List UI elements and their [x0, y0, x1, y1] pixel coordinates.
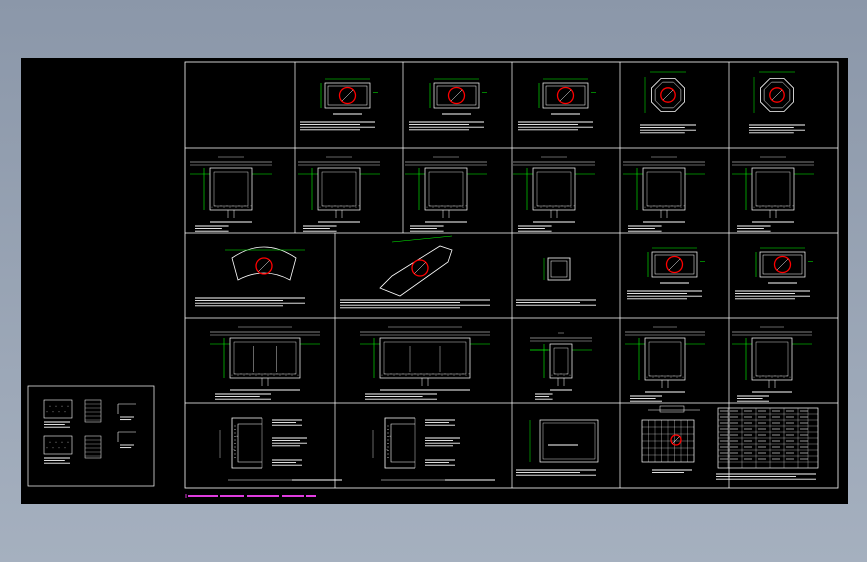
pipe-circle [411, 259, 429, 277]
section-drawing [625, 326, 705, 402]
small-square-plan-drawing [516, 257, 596, 306]
pipe-circle [670, 434, 682, 446]
rect-plan-drawing [409, 78, 487, 131]
octagon-plan-drawing [640, 71, 696, 134]
grid-plan-drawing [641, 405, 700, 474]
section-drawing [623, 156, 705, 232]
section-drawing [190, 156, 272, 232]
title-block-frame [184, 61, 839, 489]
section-drawing [732, 326, 812, 402]
curved-plan-drawing [195, 246, 305, 307]
section-drawing [298, 156, 380, 232]
legend-box [27, 385, 155, 487]
diagonal-plan-drawing [340, 235, 490, 309]
pipe-circle [665, 255, 684, 274]
wall-detail-drawing [219, 417, 342, 481]
cover-plan-drawing [516, 419, 599, 476]
pipe-circle [447, 86, 466, 105]
section-drawing [210, 326, 320, 400]
pipe-circle [255, 257, 273, 275]
rect-plan-drawing [300, 78, 378, 131]
octagon-plan-drawing [749, 71, 805, 134]
pipe-circle [338, 86, 357, 105]
pipe-circle [769, 87, 785, 103]
section-drawing [513, 156, 595, 232]
drawing-sheet [21, 58, 848, 504]
section-drawing [405, 156, 487, 232]
section-drawing [530, 332, 592, 400]
pipe-circle [773, 255, 792, 274]
rect-plan-drawing [518, 78, 596, 131]
pipe-circle [660, 87, 676, 103]
wall-detail-drawing [372, 417, 495, 481]
pipe-circle [556, 86, 575, 105]
schedule-table [716, 407, 819, 480]
section-drawing [360, 326, 490, 400]
section-drawing [732, 156, 814, 232]
rect-plan-drawing [735, 247, 813, 300]
rect-plan-drawing [627, 247, 705, 300]
sheet-caption [185, 494, 316, 498]
